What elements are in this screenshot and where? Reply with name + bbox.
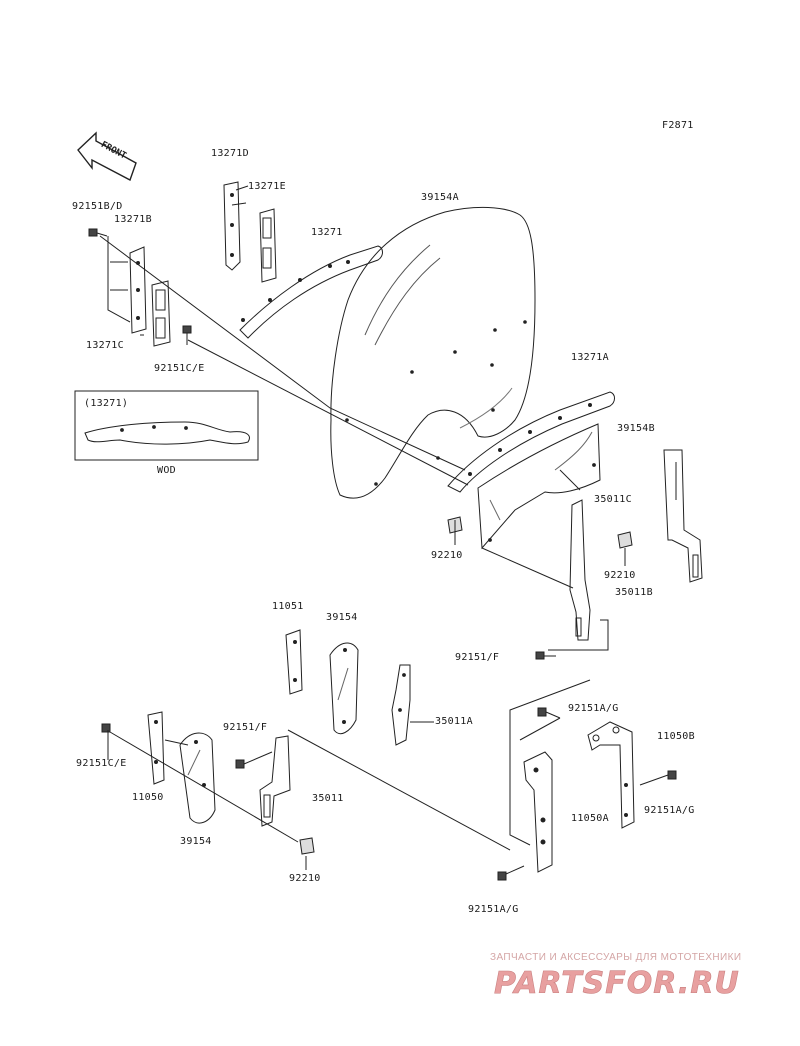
label-13271e: 13271E — [248, 181, 286, 192]
trim-13271d — [223, 181, 241, 271]
front-arrow-icon: FRONT — [77, 131, 137, 181]
label-35011a: 35011A — [435, 716, 473, 727]
label-35011c: 35011C — [594, 494, 632, 505]
label-39154b: 39154B — [617, 423, 655, 434]
label-92210-a: 92210 — [431, 550, 463, 561]
label-13271b: 13271B — [114, 214, 152, 225]
plate-11050 — [147, 711, 165, 785]
label-35011: 35011 — [312, 793, 344, 804]
label-92151ce-bottom: 92151C/E — [76, 758, 127, 769]
bolt-92151ag-a — [537, 707, 561, 719]
inset-title: (13271) — [84, 398, 129, 409]
bolt-92151ag-b — [639, 770, 677, 786]
label-92151f-b: 92151/F — [223, 722, 268, 733]
label-13271: 13271 — [311, 227, 343, 238]
trim-13271a — [447, 391, 615, 493]
windshield-main — [330, 206, 536, 499]
label-92210-c: 92210 — [289, 873, 321, 884]
bracket-35011 — [259, 735, 291, 827]
watermark-caption: ЗАПЧАСТИ И АКСЕССУАРЫ ДЛЯ МОТОТЕХНИКИ — [490, 952, 742, 963]
inset-box — [74, 390, 259, 461]
bracket-11050b — [587, 721, 635, 829]
watermark-logo: PARTSFOR.RU — [494, 966, 740, 1002]
plate-11051 — [285, 629, 303, 695]
screen-39154b — [477, 423, 601, 550]
label-35011b: 35011B — [615, 587, 653, 598]
plate-13271c — [151, 280, 171, 347]
figure-id: F2871 — [662, 120, 694, 131]
label-92210-b: 92210 — [604, 570, 636, 581]
label-13271c: 13271C — [86, 340, 124, 351]
label-92151ag-a: 92151A/G — [568, 703, 619, 714]
bolt-92151bd — [88, 228, 108, 237]
svg-text:PARTSFOR.RU: PARTSFOR.RU — [494, 966, 740, 1001]
label-92151ag-c: 92151A/G — [468, 904, 519, 915]
inset-caption: WOD — [157, 465, 176, 476]
bolt-92151f-a — [535, 651, 556, 660]
label-13271d: 13271D — [211, 148, 249, 159]
bracket-35011a — [391, 664, 434, 746]
plate-13271e — [259, 208, 277, 283]
label-11050b: 11050B — [657, 731, 695, 742]
label-92151bd: 92151B/D — [72, 201, 123, 212]
bolt-92151ce-bottom — [101, 723, 111, 733]
bolt-92151f-b — [235, 751, 273, 769]
bracket-35011b — [569, 499, 591, 641]
label-11050: 11050 — [132, 792, 164, 803]
screen-39154-bottom — [179, 732, 216, 824]
nut-92210-b — [617, 531, 633, 549]
bolt-92151ag-c — [497, 865, 525, 881]
label-11051: 11051 — [272, 601, 304, 612]
bracket-11050a — [523, 751, 553, 873]
label-11050a: 11050A — [571, 813, 609, 824]
trim-13271 — [239, 245, 383, 339]
label-92151ce-top: 92151C/E — [154, 363, 205, 374]
label-13271a: 13271A — [571, 352, 609, 363]
screen-39154-top — [329, 642, 359, 735]
label-39154-bottom: 39154 — [180, 836, 212, 847]
label-92151f-a: 92151/F — [455, 652, 500, 663]
bolt-92151ce-top — [182, 325, 192, 345]
bracket-35011c — [663, 449, 703, 583]
label-92151ag-b: 92151A/G — [644, 805, 695, 816]
nut-92210-c — [299, 837, 315, 855]
label-39154a: 39154A — [421, 192, 459, 203]
label-39154-top: 39154 — [326, 612, 358, 623]
trim-13271b — [129, 246, 147, 334]
